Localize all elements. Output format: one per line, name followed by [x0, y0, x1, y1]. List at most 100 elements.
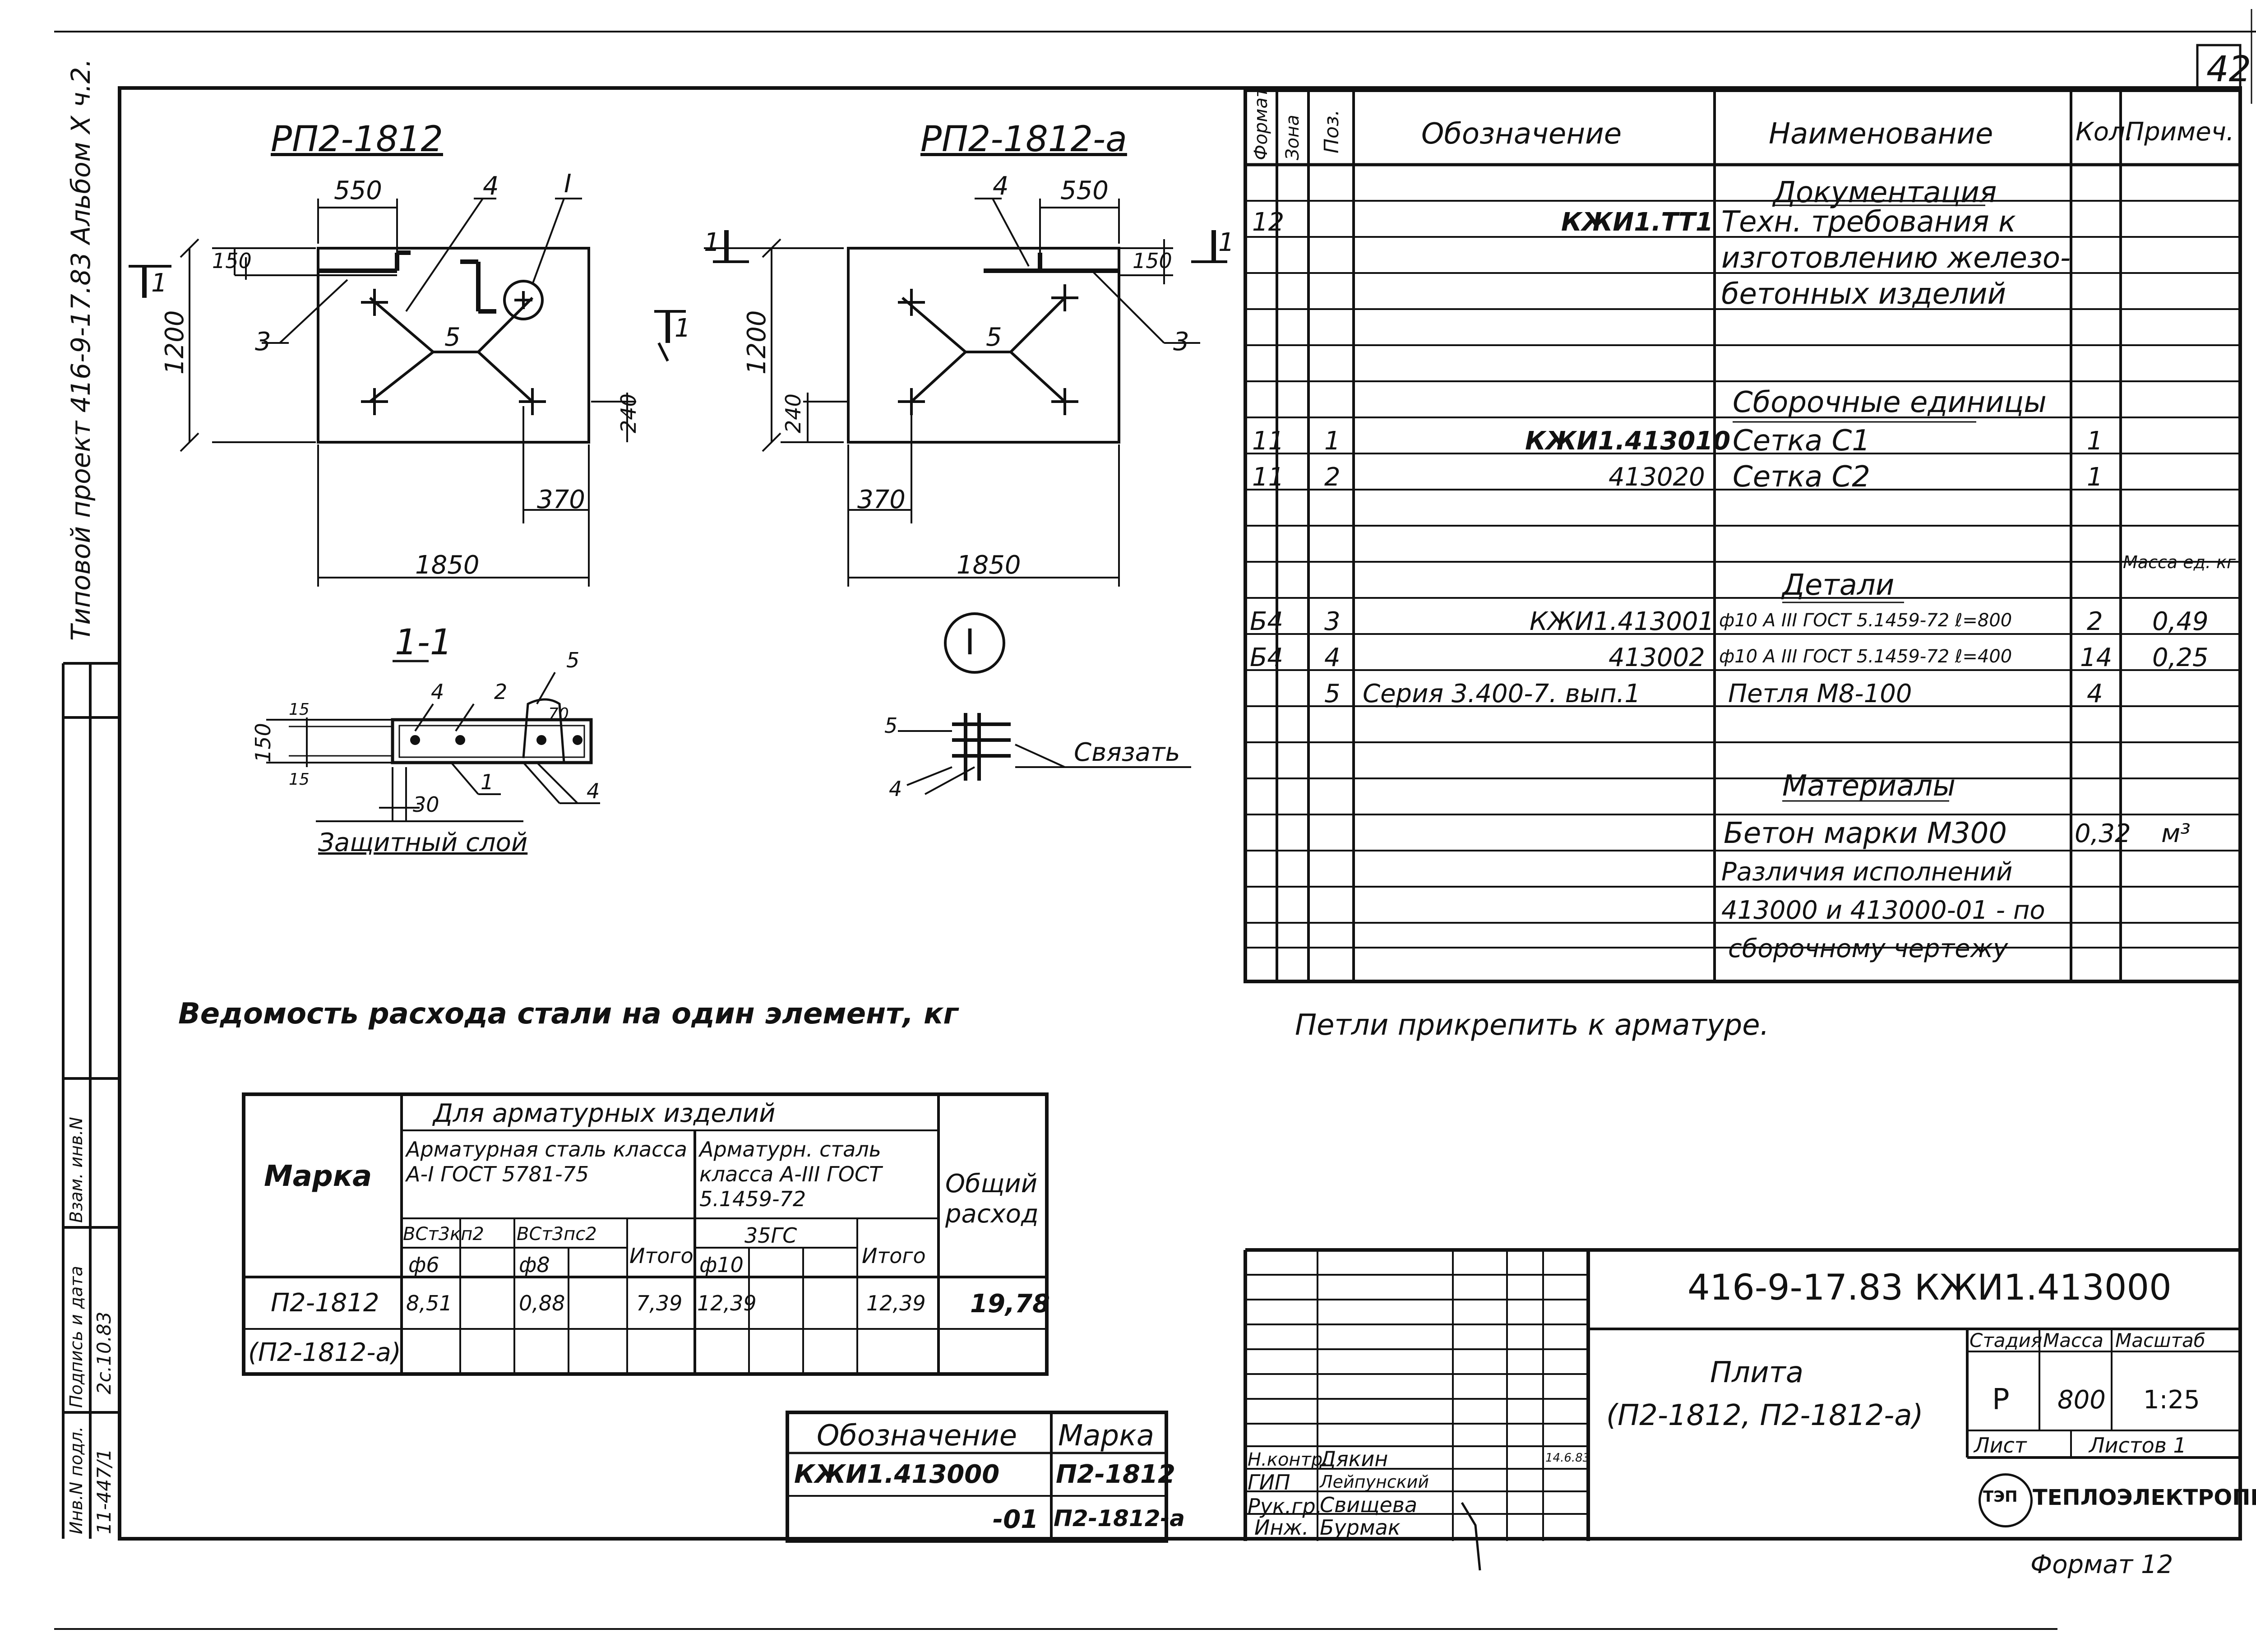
spec-row-name: Различия исполнений — [1721, 857, 2013, 887]
loops-note: Петли прикрепить к арматуре. — [1295, 1009, 1769, 1042]
title-masshtab: 1:25 — [2143, 1385, 2200, 1415]
spec-row-designation: 413002 — [1609, 643, 1705, 672]
spec-row-pos: 5 — [1324, 679, 1341, 708]
steel-class1: Арматурная сталь класса А-I ГОСТ 5781-75 — [406, 1137, 687, 1187]
section-dim-15b: 15 — [289, 770, 310, 789]
spec-header-name: Наименование — [1769, 117, 1993, 151]
side-inv-podl: Инв.N подл. — [66, 1426, 86, 1534]
section-label-1: 1 — [481, 770, 494, 794]
rp2-1812-label-3: 3 — [255, 327, 271, 356]
side-inv-value: 11-447/1 — [93, 1448, 115, 1534]
spec-row-name: ф10 А III ГОСТ 5.1459-72 ℓ=800 — [1719, 610, 2012, 631]
steel-marka-header: Марка — [264, 1160, 372, 1193]
steel-d6: ф6 — [408, 1253, 439, 1277]
staff-role: Инж. — [1254, 1515, 1309, 1540]
rp2-1812-dim-1200: 1200 — [160, 310, 190, 375]
spec-row-designation: 413020 — [1609, 463, 1705, 492]
spec-row-name: изготовлению железо- — [1721, 241, 2071, 275]
spec-row-name: Документация — [1773, 176, 1997, 209]
steel-st3: 35ГС — [744, 1223, 797, 1248]
staff-name: Лейпунский — [1320, 1472, 1429, 1492]
spec-header-note: Примеч. — [2125, 117, 2234, 147]
section-dim-70: 70 — [548, 705, 569, 723]
title-masshtab-header: Масштаб — [2115, 1329, 2205, 1351]
rp2-1812-label-5: 5 — [444, 323, 461, 352]
steel-st2: ВСт3пс2 — [517, 1224, 597, 1245]
marks-row1-marka: П2-1812 — [1056, 1460, 1175, 1489]
spec-row-pos: 4 — [1324, 643, 1341, 672]
steel-d8: ф8 — [519, 1253, 550, 1277]
spec-row-designation: КЖИ1.413010 — [1525, 426, 1731, 456]
steel-value-d6: 8,51 — [406, 1291, 453, 1315]
rp2-1812a-dim-370: 370 — [857, 485, 906, 514]
rp2-1812-title: РП2-1812 — [271, 119, 443, 160]
node-label-5: 5 — [884, 713, 898, 738]
section-dim-30: 30 — [413, 792, 439, 817]
rp2-1812-dim-1850: 1850 — [415, 551, 480, 580]
rp2-1812-dim-370: 370 — [537, 485, 585, 514]
rp2-1812a-label-3: 3 — [1173, 327, 1189, 356]
staff-name: Бурмак — [1320, 1515, 1401, 1540]
title-code: 416-9-17.83 КЖИ1.413000 — [1687, 1268, 2172, 1308]
spec-row-pos: 3 — [1324, 607, 1341, 636]
spec-row-designation: КЖИ1.ТТ1 — [1561, 208, 1713, 237]
rp2-1812a-dim-1200: 1200 — [742, 310, 772, 375]
side-vzam-inv: Взам. инв.N — [66, 1117, 86, 1223]
spec-row-designation: КЖИ1.413001 — [1530, 607, 1715, 636]
node-note: Связать — [1074, 738, 1180, 767]
section-dim-150: 150 — [251, 723, 275, 763]
rp2-1812-cut-left: 1 — [151, 268, 167, 298]
staff-date: 14.6.83 — [1545, 1451, 1590, 1465]
spec-row-name: сборочному чертежу — [1728, 934, 2008, 963]
steel-row-marka1: П2-1812 — [271, 1288, 379, 1318]
spec-row-format: Б4 — [1250, 607, 1284, 636]
steel-table-title: Ведомость расхода стали на один элемент,… — [178, 997, 958, 1031]
section-label-5: 5 — [566, 648, 580, 672]
spec-row-pos: 2 — [1324, 463, 1341, 492]
node-label-4: 4 — [889, 777, 902, 801]
node-title: I — [965, 622, 975, 663]
title-massa: 800 — [2057, 1385, 2106, 1415]
title-name2: (П2-1812, П2-1812-а) — [1606, 1399, 1923, 1432]
spec-row-name: Сборочные единицы — [1733, 386, 2047, 419]
marks-header-designation: Обозначение — [817, 1419, 1017, 1453]
staff-role: ГИП — [1248, 1470, 1290, 1495]
side-title: Типовой проект 416-9-17.83 Альбом X ч.2. — [65, 58, 96, 641]
spec-row-format: Б4 — [1250, 643, 1284, 672]
side-date-value: 2с.10.83 — [93, 1311, 115, 1394]
staff-role: Рук.гр. — [1248, 1494, 1322, 1518]
spec-row-note: 0,49 — [2152, 607, 2209, 636]
steel-for-items: Для арматурных изделий — [433, 1099, 776, 1128]
marks-row2-designation: -01 — [993, 1505, 1039, 1534]
rp2-1812-cut-right: 1 — [675, 314, 691, 343]
org-name: ТЕПЛОЭЛЕКТРОПРОЕКТ — [2033, 1485, 2256, 1510]
rp2-1812-dim-240: 240 — [616, 393, 641, 433]
org-logo-icon — [1979, 1473, 2033, 1527]
section-cover: Защитный слой — [318, 828, 528, 857]
rp2-1812a-label-4: 4 — [993, 171, 1009, 201]
steel-class3: Арматурн. сталь класса А-III ГОСТ 5.1459… — [699, 1137, 882, 1212]
marks-header-marka: Марка — [1058, 1419, 1154, 1453]
spec-header-qty: Кол. — [2076, 117, 2133, 147]
spec-row-name: бетонных изделий — [1721, 278, 2006, 311]
title-list-header: Лист — [1974, 1433, 2027, 1458]
spec-row-note: 0,25 — [2152, 643, 2209, 672]
spec-header-zone: Зона — [1282, 115, 1303, 160]
spec-row-pos: 1 — [1324, 426, 1341, 456]
steel-value-d8: 0,88 — [519, 1291, 565, 1315]
spec-row-name: Техн. требования к — [1721, 205, 2016, 239]
title-listov-header: Листов 1 — [2089, 1433, 2187, 1458]
steel-value-itogo2: 12,39 — [866, 1291, 926, 1315]
steel-value-itogo1: 7,39 — [636, 1291, 683, 1315]
steel-row-marka2: (П2-1812-а) — [248, 1338, 401, 1367]
rp2-1812-label-4: 4 — [483, 171, 499, 201]
spec-header-designation: Обозначение — [1421, 117, 1622, 151]
spec-row-qty: 1 — [2087, 426, 2103, 456]
title-name1: Плита — [1710, 1356, 1804, 1389]
steel-d10: ф10 — [699, 1253, 744, 1277]
rp2-1812-dim-550: 550 — [334, 176, 382, 205]
steel-total-header: Общий расход — [945, 1169, 1039, 1229]
staff-name: Свищева — [1320, 1493, 1418, 1517]
staff-name: Дякин — [1320, 1447, 1388, 1471]
staff-role: Н.контр. — [1248, 1449, 1328, 1470]
